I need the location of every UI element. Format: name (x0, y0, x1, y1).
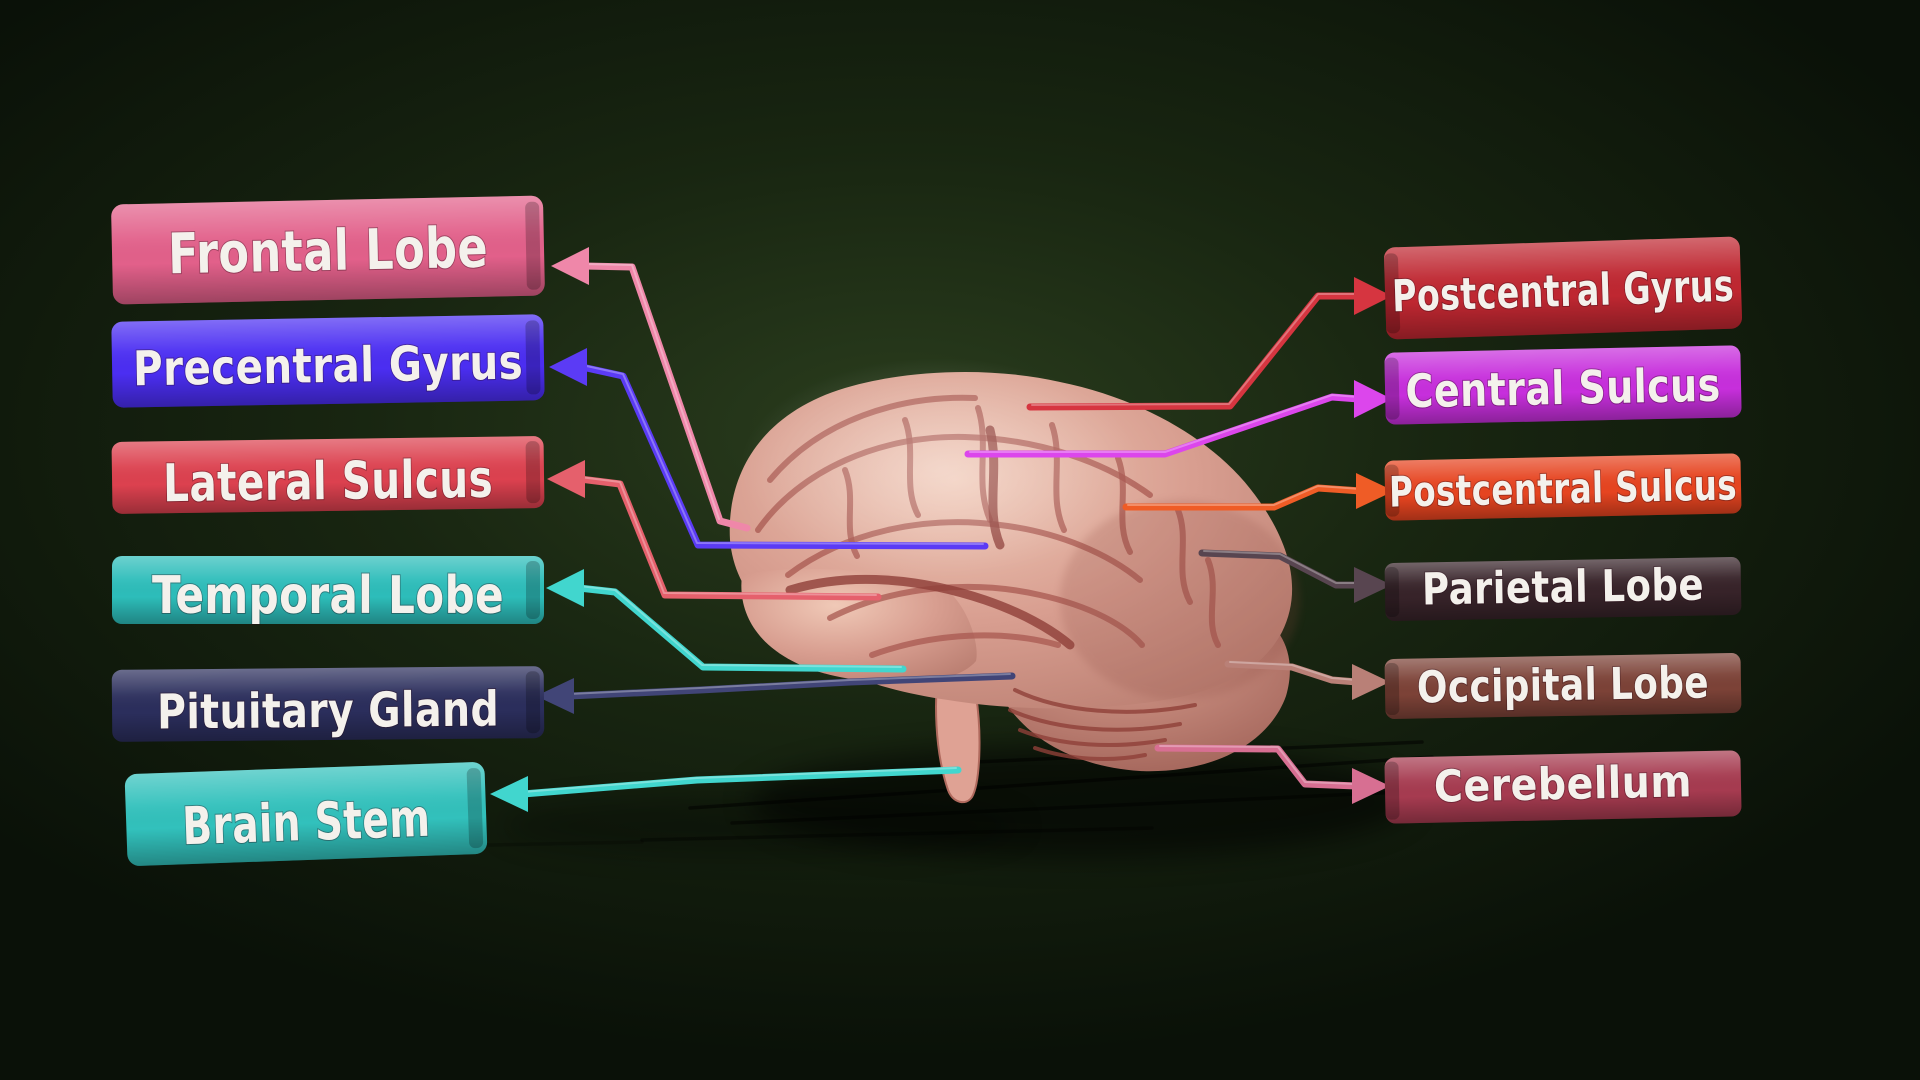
leader-postcentral-sulcus (1122, 473, 1394, 511)
label-text-lateral-sulcus: Lateral Sulcus (163, 450, 494, 515)
label-text-pituitary-gland: Pituitary Gland (157, 682, 499, 741)
arrowhead-temporal-lobe (546, 569, 584, 607)
arrowhead-central-sulcus (1354, 380, 1392, 418)
label-text-postcentral-sulcus: Postcentral Sulcus (1389, 460, 1738, 516)
label-text-occipital-lobe: Occipital Lobe (1417, 657, 1710, 713)
leader-brain-stem (490, 766, 962, 812)
leader-central-sulcus (964, 380, 1392, 458)
brain-3d-model[interactable] (729, 358, 1300, 804)
leader-frontal-lobe (551, 247, 751, 532)
arrowhead-parietal-lobe (1354, 567, 1392, 603)
arrowhead-frontal-lobe (551, 247, 589, 285)
leader-cerebellum (1154, 744, 1390, 804)
label-occipital-lobe[interactable]: Occipital Lobe (1384, 653, 1742, 719)
leader-pituitary-gland (536, 672, 1016, 714)
leader-postcentral-gyrus (1026, 277, 1392, 411)
label-text-frontal-lobe: Frontal Lobe (167, 216, 488, 288)
leader-lines (490, 247, 1394, 812)
label-text-parietal-lobe: Parietal Lobe (1422, 560, 1705, 616)
label-central-sulcus[interactable]: Central Sulcus (1384, 345, 1742, 425)
label-postcentral-sulcus[interactable]: Postcentral Sulcus (1384, 453, 1742, 521)
label-cerebellum[interactable]: Cerebellum (1384, 750, 1742, 824)
leader-parietal-lobe (1198, 549, 1392, 603)
arrowhead-postcentral-gyrus (1354, 277, 1392, 315)
label-parietal-lobe[interactable]: Parietal Lobe (1384, 557, 1742, 621)
label-text-postcentral-gyrus: Postcentral Gyrus (1391, 261, 1734, 323)
label-text-central-sulcus: Central Sulcus (1405, 358, 1721, 419)
leader-temporal-lobe (546, 569, 907, 673)
arrowhead-precentral-gyrus (549, 348, 587, 386)
arrowhead-lateral-sulcus (547, 460, 585, 498)
leader-occipital-lobe (1224, 660, 1390, 700)
arrowhead-occipital-lobe (1352, 664, 1390, 700)
label-postcentral-gyrus[interactable]: Postcentral Gyrus (1383, 236, 1743, 340)
leader-precentral-gyrus (549, 348, 989, 550)
arrowhead-brain-stem (490, 776, 528, 812)
label-text-precentral-gyrus: Precentral Gyrus (133, 335, 524, 398)
label-precentral-gyrus[interactable]: Precentral Gyrus (111, 314, 545, 408)
leader-lateral-sulcus (547, 460, 882, 601)
arrowhead-pituitary-gland (536, 678, 574, 714)
label-temporal-lobe[interactable]: Temporal Lobe (112, 556, 544, 627)
label-pituitary-gland[interactable]: Pituitary Gland (111, 666, 545, 742)
arrowhead-cerebellum (1352, 768, 1390, 804)
label-text-brain-stem: Brain Stem (181, 789, 431, 858)
label-brain-stem[interactable]: Brain Stem (124, 762, 488, 867)
label-text-temporal-lobe: Temporal Lobe (152, 566, 504, 626)
label-text-cerebellum: Cerebellum (1433, 756, 1692, 812)
label-lateral-sulcus[interactable]: Lateral Sulcus (111, 436, 545, 515)
label-frontal-lobe[interactable]: Frontal Lobe (111, 195, 545, 305)
arrowhead-postcentral-sulcus (1356, 473, 1394, 509)
